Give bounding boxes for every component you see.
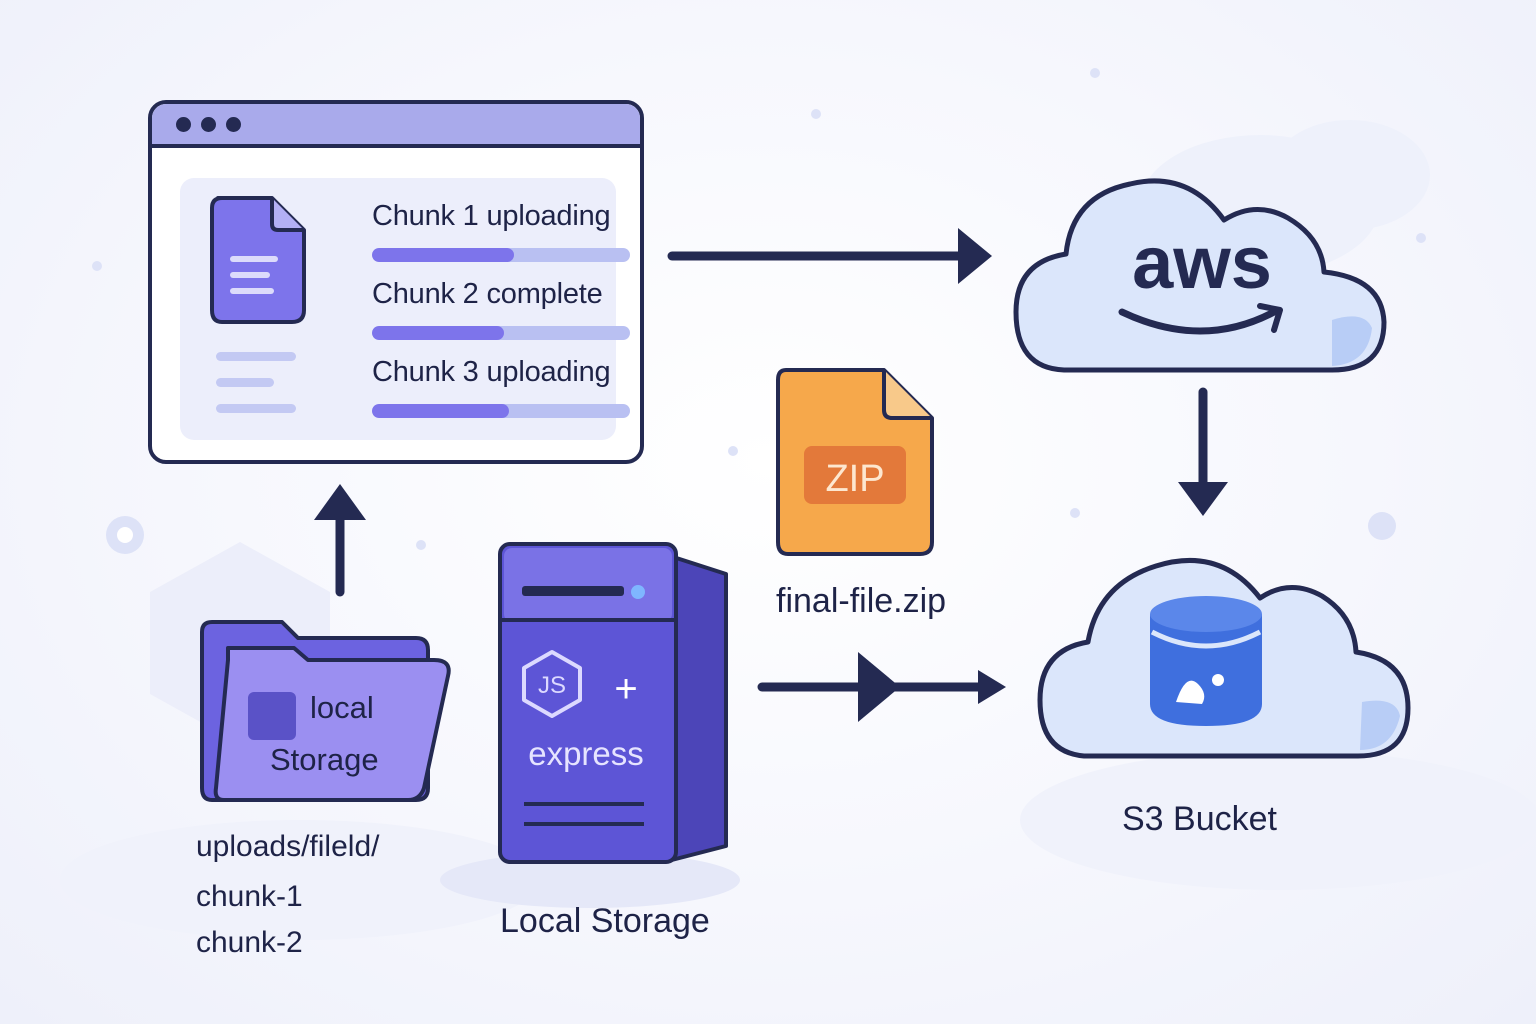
- chunk-1-progress-fill: [372, 248, 514, 262]
- folder-label-line2: Storage: [270, 742, 379, 777]
- zip-badge-text: ZIP: [825, 458, 884, 500]
- server-shadow: [440, 852, 740, 908]
- arrow-aws-to-s3: [1178, 387, 1228, 516]
- arrow-folder-to-browser: [314, 484, 366, 597]
- dot-decor: [1368, 512, 1396, 540]
- dot-decor: [117, 527, 133, 543]
- upload-panel: Chunk 1 uploading Chunk 2 complete Chunk…: [180, 178, 630, 440]
- zip-filename: final-file.zip: [776, 582, 947, 620]
- nodejs-js-text: JS: [538, 672, 566, 699]
- aws-smile-icon: [1118, 308, 1278, 335]
- chunk-1-progress-bar: [372, 248, 630, 262]
- s3-bucket-caption: S3 Bucket: [1122, 800, 1277, 838]
- window-dot: [201, 116, 216, 132]
- server-led-icon: [631, 585, 645, 599]
- chunk-3-progress-bar: [372, 404, 630, 418]
- server-plus-text: +: [614, 667, 637, 711]
- cloud-decor: [60, 820, 540, 940]
- arrow-browser-to-aws: [667, 228, 992, 284]
- aws-logo-text: aws: [1132, 221, 1272, 304]
- bucket-icon: [1150, 596, 1262, 726]
- nodejs-icon: [522, 650, 582, 718]
- decorative-line: [216, 352, 296, 361]
- express-text: express: [528, 735, 644, 772]
- path-line-3: chunk-2: [196, 926, 303, 959]
- chunk-3-progress-fill: [372, 404, 509, 418]
- dot-decor: [1090, 68, 1100, 78]
- browser-title-bar: [152, 104, 640, 148]
- aws-cloud: aws: [1013, 178, 1387, 373]
- decorative-line: [216, 378, 274, 387]
- window-dot: [176, 116, 191, 132]
- server-caption: Local Storage: [500, 902, 710, 940]
- dot-decor: [811, 109, 821, 119]
- s3-cloud: [1037, 558, 1411, 759]
- dot-decor: [1416, 233, 1426, 243]
- dot-decor: [1070, 508, 1080, 518]
- folder-icon: [200, 620, 451, 802]
- chunk-2-progress-fill: [372, 326, 504, 340]
- dot-decor: [728, 446, 738, 456]
- folder-label-square: [248, 692, 296, 740]
- chunk-3-label: Chunk 3 uploading: [372, 356, 611, 388]
- cloud-decor: [1020, 750, 1536, 890]
- cloud-decor: [1270, 120, 1430, 230]
- dot-decor: [92, 261, 102, 271]
- browser-window: Chunk 1 uploading Chunk 2 complete Chunk…: [148, 100, 644, 464]
- arrow-server-to-s3: [757, 652, 1006, 722]
- chunk-2-progress-bar: [372, 326, 630, 340]
- path-line-2: chunk-1: [196, 880, 303, 913]
- server-icon: JS + express: [498, 542, 728, 864]
- folder-label-line1: local: [310, 690, 374, 725]
- decorative-line: [216, 404, 296, 413]
- zip-file-icon: ZIP: [776, 368, 934, 556]
- chunk-2-label: Chunk 2 complete: [372, 278, 603, 310]
- dot-decor: [416, 540, 426, 550]
- path-line-1: uploads/fileld/: [196, 830, 380, 863]
- chunk-1-label: Chunk 1 uploading: [372, 200, 611, 232]
- document-icon: [210, 196, 306, 324]
- window-dot: [226, 116, 241, 132]
